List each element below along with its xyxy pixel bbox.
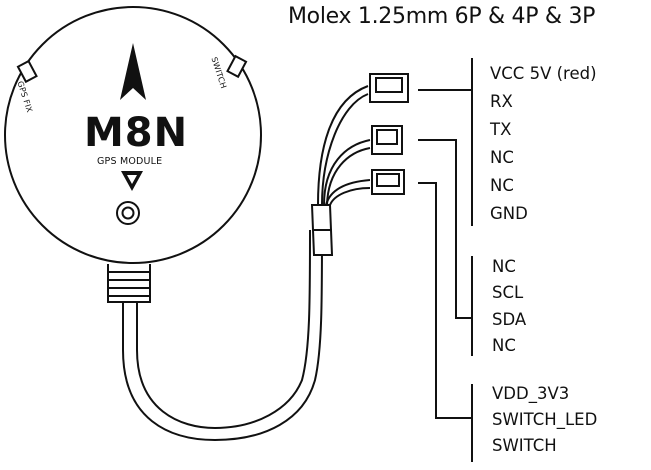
pin-label: NC (490, 148, 514, 167)
pin-label: NC (492, 336, 516, 355)
pin-label: VCC 5V (red) (490, 64, 597, 83)
wire-6p-b (321, 93, 369, 206)
wire-3p-a (325, 179, 371, 206)
diagram-title: Molex 1.25mm 6P & 4P & 3P (288, 4, 596, 29)
pin-label: SCL (492, 283, 524, 302)
north-arrow-icon (120, 43, 146, 100)
switch-led (226, 54, 248, 79)
pin-label: NC (490, 176, 514, 195)
leader-4p (418, 139, 472, 319)
leader-3p (418, 182, 472, 419)
device-subtitle: GPS MODULE (97, 156, 163, 167)
pin-label: SWITCH (492, 436, 557, 455)
wire-6p-a (317, 85, 369, 206)
cable-inner (136, 229, 311, 430)
puck-strain-relief (107, 264, 151, 303)
device-brand: M8N (84, 110, 189, 156)
wire-4p-a (323, 139, 371, 206)
pin-label: VDD_3V3 (492, 384, 570, 403)
cable-outer (122, 229, 323, 442)
pin-label: RX (490, 92, 513, 111)
gps-fix-led (16, 59, 38, 84)
wire-4p-b (326, 147, 371, 206)
pin-label: SWITCH_LED (492, 410, 598, 429)
pin-label: NC (492, 257, 516, 276)
gps-puck-body (4, 6, 262, 264)
pin-label: TX (490, 120, 512, 139)
brand-logo-icon (121, 171, 143, 191)
wire-3p-b (329, 187, 371, 206)
pin-label: GND (490, 204, 528, 223)
pin-label: SDA (492, 310, 527, 329)
